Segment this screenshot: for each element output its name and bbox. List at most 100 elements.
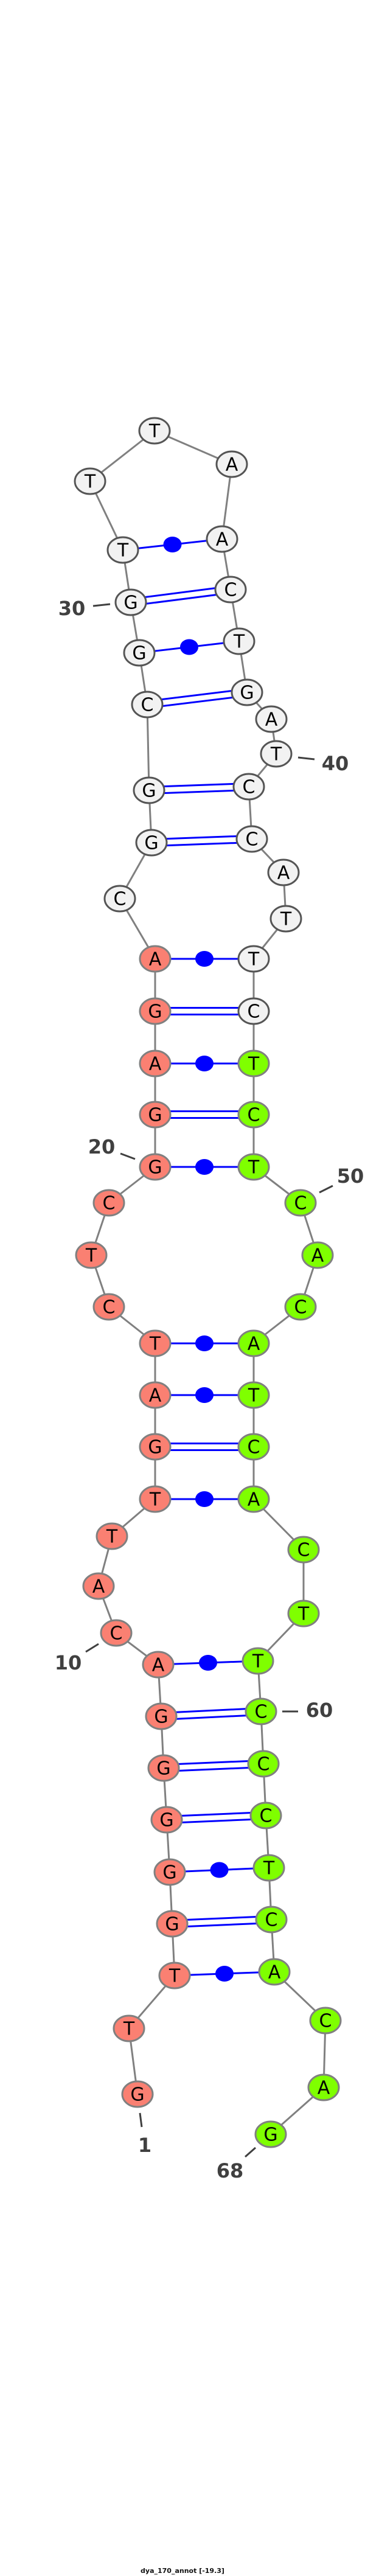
nucleotide-circle bbox=[96, 1522, 128, 1550]
nucleotide-letter: T bbox=[106, 1526, 118, 1548]
nucleotide-letter: A bbox=[226, 454, 238, 476]
nucleotide-38: G bbox=[231, 678, 263, 706]
base-pair-8-60 bbox=[161, 1707, 262, 1721]
nucleotide-letter: C bbox=[243, 777, 255, 798]
nucleotides-group: GTTGGGGGACATTGATCTCGGAGACGGCGGTTTAACTGAT… bbox=[74, 417, 342, 2148]
position-number: 40 bbox=[322, 752, 349, 775]
nucleotide-circle bbox=[237, 1381, 270, 1409]
nucleotide-18: T bbox=[75, 1241, 108, 1269]
pair-bond-dot bbox=[195, 1491, 214, 1507]
nucleotide-66: C bbox=[309, 2007, 342, 2035]
nucleotide-14: G bbox=[139, 1433, 172, 1461]
pair-bond-dot bbox=[199, 1655, 217, 1671]
label-tick bbox=[297, 756, 315, 761]
base-pair-29-37 bbox=[139, 639, 240, 655]
nucleotide-circle bbox=[267, 858, 300, 886]
nucleotide-44: T bbox=[269, 905, 302, 933]
position-label-40: 40 bbox=[297, 752, 349, 775]
base-pair-7-61 bbox=[163, 1760, 264, 1772]
base-pairs-group bbox=[122, 537, 275, 1982]
nucleotide-19: C bbox=[92, 1189, 125, 1217]
nucleotide-letter: T bbox=[149, 1489, 161, 1511]
nucleotide-circle bbox=[158, 1962, 191, 1989]
base-pair-22-47 bbox=[155, 1056, 254, 1071]
nucleotide-60: C bbox=[245, 1697, 277, 1725]
nucleotide-letter: T bbox=[148, 421, 161, 442]
nucleotide-circle bbox=[156, 1910, 189, 1938]
nucleotide-letter: C bbox=[114, 889, 127, 910]
base-pair-20-49 bbox=[155, 1159, 254, 1175]
position-label-20: 20 bbox=[88, 1135, 136, 1160]
nucleotide-circle bbox=[284, 1189, 317, 1217]
pair-bond-dot bbox=[195, 1335, 214, 1351]
position-number: 1 bbox=[138, 2134, 151, 2157]
nucleotide-circle bbox=[103, 885, 136, 913]
nucleotide-circle bbox=[247, 1750, 280, 1778]
nucleotide-letter: T bbox=[248, 1054, 260, 1075]
position-number: 68 bbox=[217, 2159, 244, 2182]
nucleotide-circle bbox=[255, 1906, 288, 1934]
nucleotide-circle bbox=[82, 1572, 115, 1600]
nucleotide-8: G bbox=[145, 1702, 178, 1730]
base-pair-31-35 bbox=[122, 537, 223, 552]
position-label-68: 68 bbox=[217, 2146, 256, 2182]
pair-bond-line bbox=[131, 591, 231, 607]
nucleotide-circle bbox=[255, 705, 288, 733]
pair-bond-line bbox=[161, 1713, 262, 1721]
nucleotide-circle bbox=[214, 576, 247, 604]
nucleotide-circle bbox=[232, 773, 265, 801]
label-tick bbox=[92, 603, 111, 607]
pair-bond-line bbox=[172, 1915, 271, 1922]
base-pair-16-53 bbox=[155, 1335, 254, 1351]
label-tick bbox=[139, 2112, 143, 2128]
nucleotide-circle bbox=[206, 525, 238, 553]
nucleotide-circle bbox=[92, 1189, 125, 1217]
nucleotide-circle bbox=[106, 536, 139, 564]
nucleotide-circle bbox=[139, 1329, 172, 1357]
nucleotide-circle bbox=[138, 417, 171, 445]
nucleotide-23: G bbox=[139, 997, 172, 1025]
pair-bond-dot bbox=[195, 951, 214, 967]
base-pair-9-59 bbox=[158, 1655, 259, 1671]
base-pair-23-46 bbox=[155, 1007, 254, 1015]
nucleotide-circle bbox=[237, 1050, 270, 1077]
nucleotide-41: C bbox=[232, 773, 265, 801]
pair-bond-dot bbox=[215, 1966, 234, 1982]
nucleotide-22: A bbox=[139, 1050, 172, 1077]
nucleotide-36: C bbox=[214, 576, 247, 604]
nucleotide-49: T bbox=[237, 1153, 270, 1181]
nucleotide-letter: A bbox=[152, 1655, 165, 1676]
pair-bond-line bbox=[147, 694, 248, 709]
structure-title: dya_170_annot [-19.3] bbox=[141, 2567, 224, 2575]
nucleotide-circle bbox=[139, 1153, 172, 1181]
nucleotide-letter: A bbox=[149, 1385, 162, 1407]
backbone-group bbox=[89, 430, 327, 2136]
nucleotide-letter: C bbox=[255, 1702, 268, 1723]
nucleotide-50: C bbox=[284, 1189, 317, 1217]
nucleotide-letter: T bbox=[263, 1858, 275, 1879]
nucleotide-letter: G bbox=[165, 1914, 179, 1935]
base-pair-21-48 bbox=[155, 1110, 254, 1119]
nucleotide-letter: A bbox=[268, 1962, 281, 1983]
nucleotide-circle bbox=[139, 1485, 172, 1513]
nucleotide-letter: C bbox=[110, 1623, 123, 1645]
nucleotide-63: T bbox=[252, 1854, 285, 1882]
nucleotide-circle bbox=[254, 2120, 287, 2148]
nucleotide-circle bbox=[245, 1697, 277, 1725]
nucleotide-37: T bbox=[223, 627, 255, 655]
nucleotide-circle bbox=[131, 691, 164, 719]
nucleotide-67: A bbox=[307, 2073, 340, 2101]
nucleotide-circle bbox=[307, 2073, 340, 2101]
nucleotide-5: G bbox=[153, 1858, 186, 1886]
nucleotide-letter: G bbox=[162, 1862, 176, 1884]
nucleotide-4: G bbox=[156, 1910, 189, 1938]
nucleotide-52: C bbox=[284, 1293, 317, 1321]
nucleotide-26: G bbox=[135, 829, 168, 857]
base-pair-24-45 bbox=[155, 951, 254, 967]
nucleotide-12: T bbox=[96, 1522, 128, 1550]
nucleotide-circle bbox=[249, 1801, 282, 1829]
nucleotide-61: C bbox=[247, 1750, 280, 1778]
pair-bond-dot bbox=[195, 1387, 214, 1403]
label-tick bbox=[245, 2146, 256, 2158]
